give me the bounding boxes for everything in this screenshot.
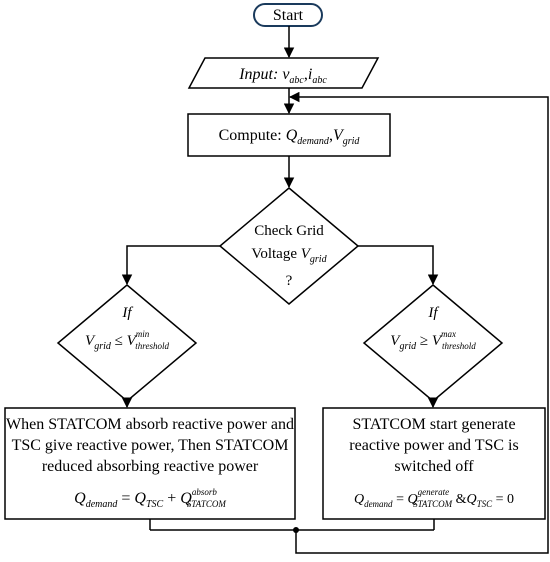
compute-v-sub: grid xyxy=(343,136,361,147)
arrow-check-left xyxy=(121,245,220,286)
compute-prefix: Compute: xyxy=(219,127,282,144)
compute-v: V xyxy=(333,127,345,144)
if-left-label: If xyxy=(121,305,133,321)
action-right-line1: STATCOM start generate xyxy=(352,416,515,433)
start-label: Start xyxy=(273,7,304,24)
action-right-line3: switched off xyxy=(394,458,474,475)
action-right-box: STATCOM start generate reactive power an… xyxy=(322,407,546,520)
input-i-sub: abc xyxy=(312,75,327,86)
arrow-feedback-loop xyxy=(288,91,549,554)
action-left-line3: reduced absorbing reactive power xyxy=(42,458,259,475)
arrow-check-right xyxy=(358,245,439,286)
check-line3: ? xyxy=(286,273,293,289)
compute-box: Compute: Qdemand,Vgrid xyxy=(187,113,391,157)
action-left-line1: When STATCOM absorb reactive power and xyxy=(6,416,294,433)
action-right-line2: reactive power and TSC is xyxy=(349,437,518,454)
action-left-line2: TSC give reactive power, Then STATCOM xyxy=(12,437,289,454)
compute-text: Compute: Qdemand,Vgrid xyxy=(219,127,361,147)
input-sep: , xyxy=(304,66,308,83)
compute-sep: , xyxy=(329,127,333,144)
check-line2: Voltage Vgrid xyxy=(251,246,327,265)
action-left-box: When STATCOM absorb reactive power and T… xyxy=(4,407,296,520)
check-line1: Check Grid xyxy=(254,223,324,239)
input-v-sub: abc xyxy=(289,75,304,86)
check-diamond: Check Grid Voltage Vgrid ? xyxy=(218,187,360,305)
input-i: i xyxy=(308,66,312,83)
input-text: Input: vabc,iabc xyxy=(238,66,327,86)
compute-q: Q xyxy=(286,127,298,144)
input-box: Input: vabc,iabc xyxy=(187,57,380,89)
input-v: v xyxy=(282,66,290,83)
input-prefix: Input: xyxy=(238,66,278,83)
compute-q-sub: demand xyxy=(297,136,330,147)
start-terminal: Start xyxy=(253,3,323,27)
if-right-label: If xyxy=(427,305,439,321)
